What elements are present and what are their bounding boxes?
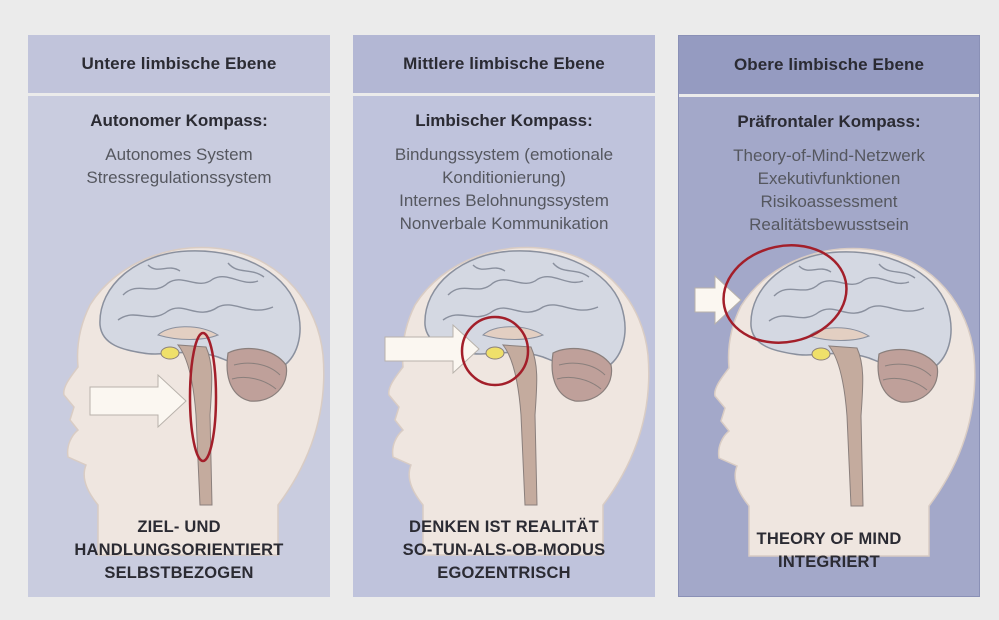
figure: Untere limbische Ebene Autonomer Kompass… bbox=[7, 7, 992, 613]
head-brain-illustration bbox=[28, 35, 330, 597]
footer-line: DENKEN IST REALITÄT bbox=[353, 516, 655, 539]
footer-line: ZIEL- UND bbox=[28, 516, 330, 539]
arrow-pointer bbox=[695, 276, 741, 324]
panel-footer: DENKEN IST REALITÄT SO-TUN-ALS-OB-MODUS … bbox=[353, 516, 655, 585]
head-brain-illustration bbox=[353, 35, 655, 597]
footer-line: SELBSTBEZOGEN bbox=[28, 562, 330, 585]
footer-line: THEORY OF MIND bbox=[679, 528, 979, 551]
panel-middle-limbic: Mittlere limbische Ebene Limbischer Komp… bbox=[353, 35, 655, 597]
panel-lower-limbic: Untere limbische Ebene Autonomer Kompass… bbox=[28, 35, 330, 597]
footer-line: EGOZENTRISCH bbox=[353, 562, 655, 585]
footer-line: SO-TUN-ALS-OB-MODUS bbox=[353, 539, 655, 562]
footer-line: INTEGRIERT bbox=[679, 551, 979, 574]
footer-line: HANDLUNGSORIENTIERT bbox=[28, 539, 330, 562]
panel-footer: THEORY OF MIND INTEGRIERT bbox=[679, 528, 979, 574]
panel-footer: ZIEL- UND HANDLUNGSORIENTIERT SELBSTBEZO… bbox=[28, 516, 330, 585]
head-brain-illustration bbox=[679, 36, 980, 597]
panel-upper-limbic: Obere limbische Ebene Präfrontaler Kompa… bbox=[678, 35, 980, 597]
